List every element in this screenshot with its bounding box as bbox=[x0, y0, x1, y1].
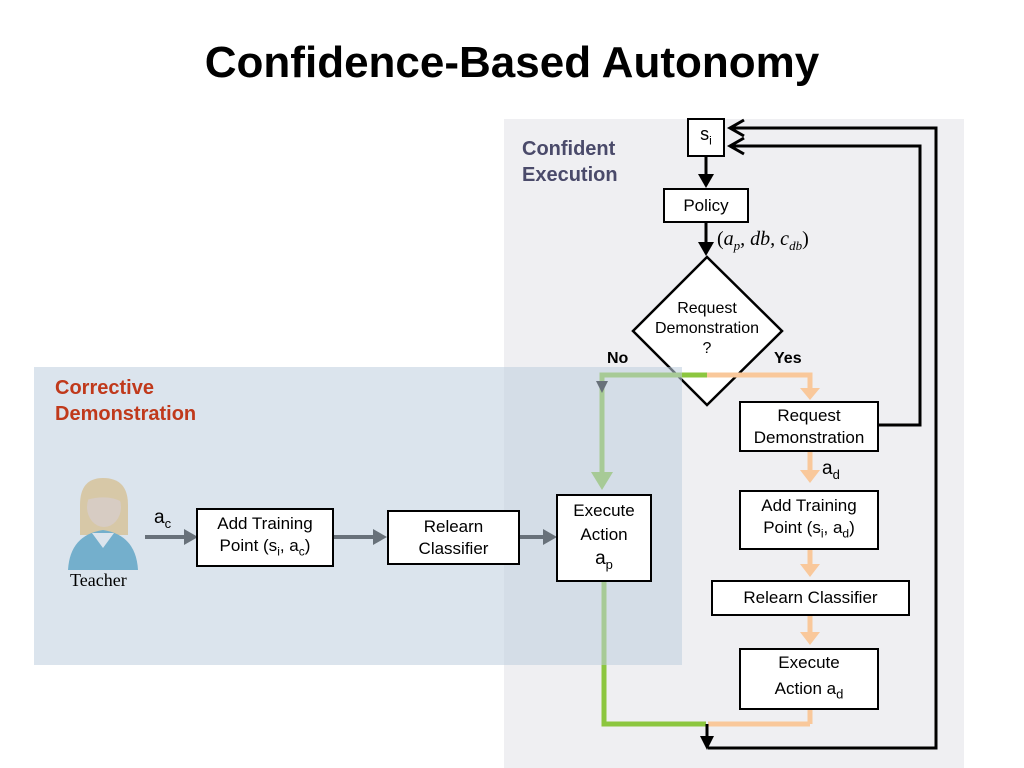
ad-label: ad bbox=[822, 458, 840, 482]
loop-back-outer-arrowhead bbox=[726, 118, 745, 138]
ac-label: ac bbox=[154, 507, 172, 531]
execute-right-line1: Execute bbox=[778, 653, 840, 673]
execute-left-line3: ap bbox=[595, 548, 613, 572]
decision-text: Request Demonstration ? bbox=[640, 299, 774, 359]
loop-back-inner bbox=[732, 144, 922, 427]
relearn-left-line2: Classifier bbox=[418, 538, 489, 558]
decision-line2: Demonstration bbox=[654, 320, 760, 337]
loop-back-inner-arrowhead bbox=[726, 136, 745, 156]
confident-execution-text: Confident Execution bbox=[522, 138, 618, 186]
corrective-demonstration-label: Corrective Demonstration bbox=[55, 375, 255, 427]
request-demonstration-line2: Demonstration bbox=[753, 427, 865, 447]
relearn-left-line1: Relearn bbox=[423, 516, 484, 536]
add-training-right-line1: Add Training bbox=[761, 496, 857, 516]
decision-line3: ? bbox=[702, 340, 712, 357]
state-text: si bbox=[700, 124, 712, 148]
corrective-demonstration-text: Corrective Demonstration bbox=[55, 377, 197, 425]
execute-action-ad-box: Execute Action ad bbox=[739, 648, 879, 710]
state-box: si bbox=[687, 118, 725, 157]
arrow-state-policy-head bbox=[698, 174, 714, 188]
add-training-right-line2: Point (si, ad) bbox=[763, 518, 855, 541]
teacher-label: Teacher bbox=[70, 570, 127, 590]
relearn-classifier-right-box: Relearn Classifier bbox=[711, 580, 910, 616]
policy-box: Policy bbox=[663, 188, 749, 223]
execute-right-line2: Action ad bbox=[774, 679, 844, 702]
decision-line1: Request bbox=[677, 300, 737, 317]
relearn-classifier-left-box: Relearn Classifier bbox=[387, 510, 520, 565]
arrow-addtrain-relearn-head bbox=[800, 564, 820, 577]
merge-down-head bbox=[700, 736, 714, 750]
add-training-point-right-box: Add Training Point (si, ad) bbox=[739, 490, 879, 550]
arrow-relearn-execute-head bbox=[800, 632, 820, 645]
execute-action-ap-box: Execute Action ap bbox=[556, 494, 652, 582]
execute-left-line1: Execute bbox=[573, 501, 635, 521]
yes-label: Yes bbox=[774, 350, 802, 367]
no-label: No bbox=[607, 350, 629, 367]
request-demonstration-box: Request Demonstration bbox=[739, 401, 879, 452]
yes-path-arrowhead bbox=[800, 388, 820, 400]
confident-execution-label: Confident Execution bbox=[522, 136, 662, 188]
request-demonstration-line1: Request bbox=[777, 405, 841, 425]
loop-back-outer bbox=[708, 126, 938, 750]
policy-output-formula: (ap, db, cdb) bbox=[717, 228, 809, 253]
arrow-request-ad-head bbox=[800, 470, 820, 483]
policy-text: Policy bbox=[683, 195, 729, 215]
yes-path bbox=[707, 372, 813, 392]
arrow-policy-decision-head bbox=[698, 242, 714, 256]
add-training-left-line2: Point (si, ac) bbox=[219, 535, 311, 559]
add-training-left-line1: Add Training bbox=[217, 513, 313, 533]
slide-title: Confidence-Based Autonomy bbox=[204, 38, 820, 87]
execute-left-line2: Action bbox=[580, 525, 628, 545]
add-training-point-left-box: Add Training Point (si, ac) bbox=[196, 508, 334, 567]
relearn-right-text: Relearn Classifier bbox=[743, 588, 878, 607]
